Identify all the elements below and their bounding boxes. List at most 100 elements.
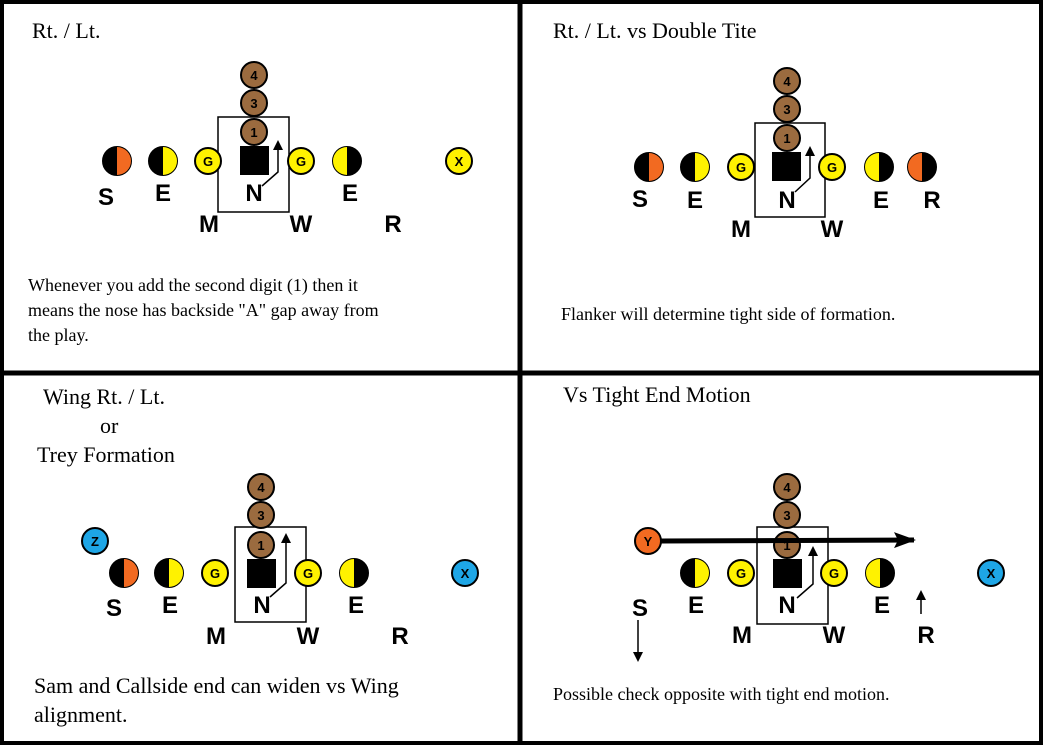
def-label: S: [632, 186, 648, 213]
receiver-label: X: [987, 566, 996, 581]
motion-arrow: [660, 532, 916, 549]
def-label: M: [199, 211, 219, 238]
lineman-yellow-half: [680, 152, 710, 182]
guard-left: G: [727, 559, 755, 587]
back-label: 1: [783, 131, 790, 146]
panel-title: Vs Tight End Motion: [563, 382, 751, 407]
lineman-yellow-half: [148, 146, 178, 176]
back-circle: [240, 89, 268, 117]
receiver-z: Z: [81, 527, 109, 555]
def-label: W: [823, 622, 846, 649]
center-square: [240, 146, 269, 175]
def-label: N: [778, 592, 795, 619]
back-3: 3: [247, 501, 275, 529]
def-label: W: [297, 623, 320, 650]
panel-title: or: [100, 413, 119, 438]
nose-gap-arrow: [269, 533, 291, 598]
guard-label: G: [210, 566, 220, 581]
back-1: 1: [240, 118, 268, 146]
lineman-yellow-half: [339, 558, 369, 588]
lineman-yellow-half: [865, 558, 895, 588]
def-label: E: [155, 180, 171, 207]
receiver-label: X: [455, 154, 464, 169]
def-label: E: [348, 592, 364, 619]
def-label: E: [873, 187, 889, 214]
back-1: 1: [773, 531, 801, 559]
nose-gap-arrow: [796, 546, 818, 599]
def-label: S: [632, 595, 648, 622]
nose-gap-arrow: [794, 146, 815, 193]
lineman-yellow-half: [680, 558, 710, 588]
panel-double-tite: Rt. / Lt. vs Double Tite 4 3 1 G G: [553, 18, 941, 324]
back-4: 4: [247, 473, 275, 501]
def-label: R: [391, 623, 408, 650]
caption-line: Possible check opposite with tight end m…: [553, 684, 889, 704]
lineman-orange-half: [634, 152, 664, 182]
guard-circle: [287, 147, 315, 175]
guard-right: G: [820, 559, 848, 587]
guard-label: G: [296, 154, 306, 169]
caption-line: the play.: [28, 325, 89, 345]
receiver-x: X: [451, 559, 479, 587]
back-3: 3: [773, 95, 801, 123]
panel-wing-trey: Wing Rt. / Lt. or Trey Formation 4 3 1 G…: [34, 384, 479, 727]
def-label: M: [732, 622, 752, 649]
def-label: E: [342, 180, 358, 207]
panel-title: Rt. / Lt. vs Double Tite: [553, 18, 757, 43]
back-label: 4: [250, 68, 258, 83]
guard-label: G: [829, 566, 839, 581]
receiver-label: Z: [91, 534, 99, 549]
def-label: W: [821, 216, 844, 243]
panel-title: Rt. / Lt.: [32, 18, 100, 43]
def-label: R: [384, 211, 401, 238]
center-square: [247, 559, 276, 588]
back-4: 4: [240, 61, 268, 89]
def-label: E: [688, 592, 704, 619]
back-label: 1: [783, 538, 790, 553]
def-label: E: [874, 592, 890, 619]
back-1: 1: [773, 124, 801, 152]
receiver-x: X: [445, 147, 473, 175]
guard-right: G: [294, 559, 322, 587]
def-label: W: [290, 211, 313, 238]
guard-label: G: [203, 154, 213, 169]
back-label: 1: [250, 125, 257, 140]
lineman-orange-half: [907, 152, 937, 182]
back-label: 4: [783, 74, 791, 89]
def-label: N: [253, 592, 270, 619]
guard-left: G: [727, 153, 755, 181]
back-circle: [240, 118, 268, 146]
back-label: 4: [783, 480, 791, 495]
def-label: R: [923, 187, 940, 214]
back-label: 3: [250, 96, 257, 111]
def-label: S: [106, 595, 122, 622]
def-label: R: [917, 622, 934, 649]
lineman-yellow-half: [864, 152, 894, 182]
caption-line: Sam and Callside end can widen vs Wing: [34, 673, 399, 698]
back-label: 3: [783, 508, 790, 523]
back-circle: [240, 61, 268, 89]
guard-right: G: [287, 147, 315, 175]
back-label: 3: [257, 508, 264, 523]
back-3: 3: [240, 89, 268, 117]
center-square: [772, 152, 801, 181]
panel-title: Wing Rt. / Lt.: [43, 384, 165, 409]
lineman-orange-half: [102, 146, 132, 176]
lineman-orange-half: [109, 558, 139, 588]
guard-label: G: [736, 566, 746, 581]
guard-label: G: [303, 566, 313, 581]
panel-rt-lt: Rt. / Lt. 4 3 1 G G: [28, 18, 473, 345]
back-1: 1: [247, 531, 275, 559]
receiver-label: Y: [644, 534, 653, 549]
def-label: N: [245, 180, 262, 207]
receiver-circle: [445, 147, 473, 175]
guard-circle: [194, 147, 222, 175]
caption-line: alignment.: [34, 702, 127, 727]
guard-right: G: [818, 153, 846, 181]
receiver-x: X: [977, 559, 1005, 587]
back-3: 3: [773, 501, 801, 529]
panel-tight-end-motion: Vs Tight End Motion 4 3 1 G G: [553, 382, 1005, 704]
lineman-yellow-half: [154, 558, 184, 588]
